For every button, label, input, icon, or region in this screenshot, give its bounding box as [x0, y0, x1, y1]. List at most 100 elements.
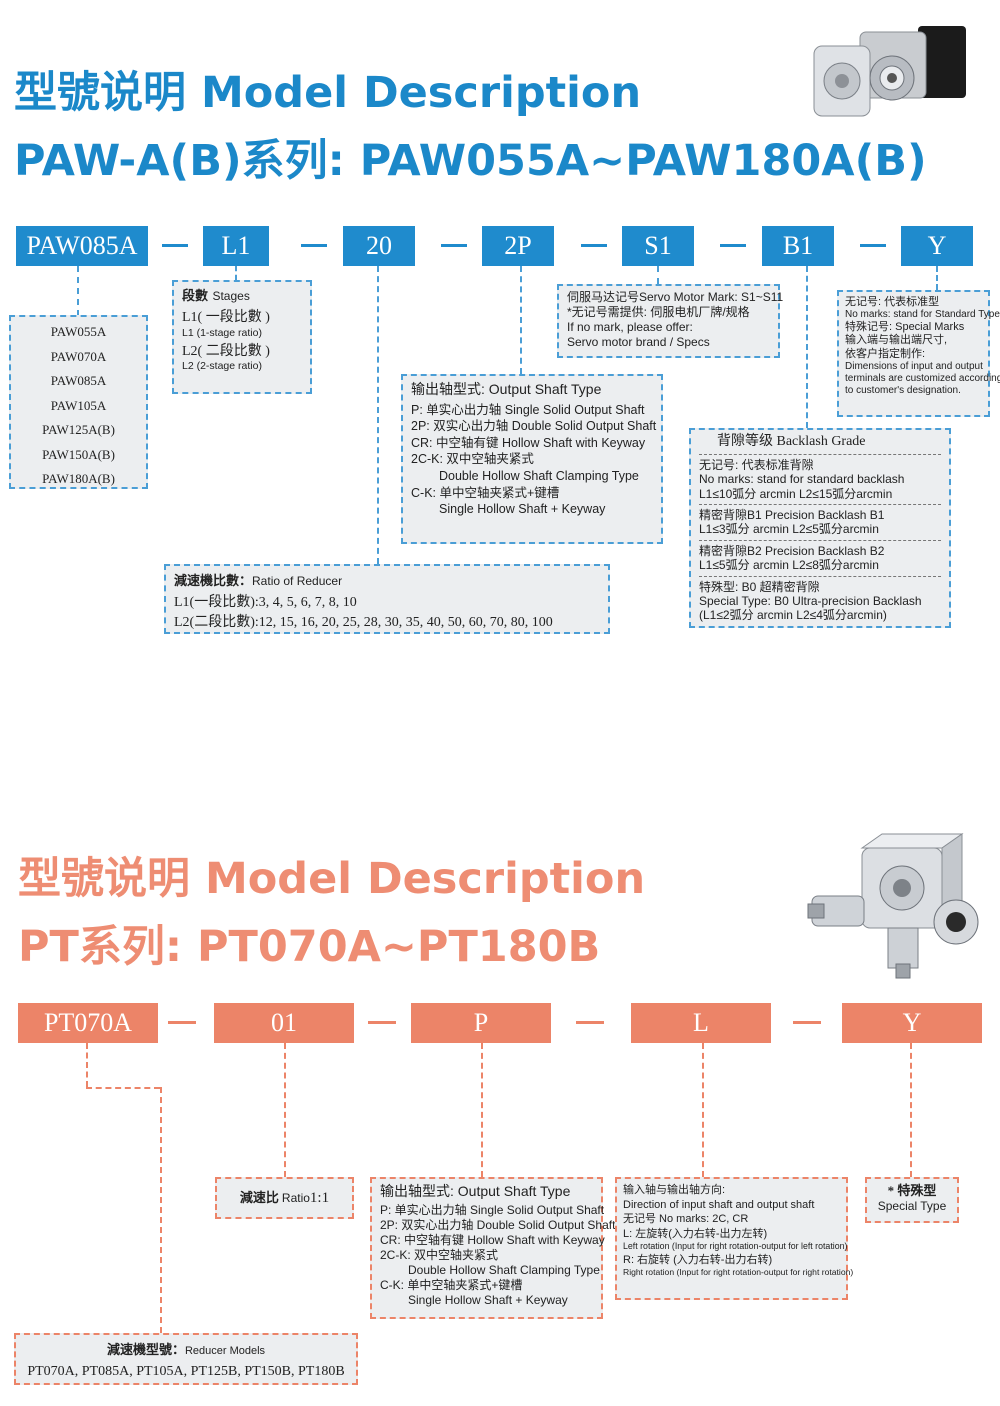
- pt-code-model: PT070A: [18, 1003, 158, 1043]
- pt-direction-box: 输入轴与输出轴方向: Direction of input shaft and …: [615, 1177, 854, 1300]
- model-item: PAW180A(B): [42, 471, 115, 486]
- connector-line: [657, 266, 659, 284]
- connector-line: [702, 1043, 704, 1177]
- code-stage: L1: [203, 226, 269, 266]
- pt-special-type-box: * 特殊型 Special Type: [865, 1177, 959, 1223]
- code-servo: S1: [622, 226, 694, 266]
- pt-code-shaft-type: P: [411, 1003, 551, 1043]
- model-item: PAW105A: [50, 397, 107, 413]
- code-separator: [720, 244, 746, 247]
- ratio-title-en: Ratio of Reducer: [252, 574, 343, 588]
- backlash-line: 无记号: 代表标准背隙: [699, 457, 814, 472]
- connector-line: [806, 266, 808, 428]
- backlash-line: Special Type: B0 Ultra-precision Backlas…: [699, 593, 922, 608]
- stages-box: 段數 Stages L1( 一段比數 ) L1 (1-stage ratio) …: [172, 280, 312, 394]
- backlash-line: L1≤5弧分 arcmin L2≤8弧分arcmin: [699, 558, 879, 573]
- connector-line: [160, 1087, 162, 1333]
- shaft-line: 2C-K: 双中空轴夹紧式: [411, 452, 534, 467]
- servo-line: Servo motor brand / Specs: [567, 335, 710, 349]
- connector-line: [77, 266, 79, 316]
- pt-direction-line: Right rotation (Input for right rotation…: [623, 1267, 854, 1278]
- pt-ratio-box: 減速比 Ratio 1:1: [215, 1177, 354, 1219]
- shaft-line: C-K: 单中空轴夹紧式+键槽: [411, 485, 560, 500]
- backlash-line: L1≤10弧分 arcmin L2≤15弧分arcmin: [699, 486, 893, 501]
- backlash-line: (L1≤2弧分 arcmin L2≤4弧分arcmin): [699, 608, 887, 623]
- servo-line: If no mark, please offer:: [567, 320, 693, 334]
- backlash-line: 精密背隙B1 Precision Backlash B1: [699, 507, 885, 522]
- pt-ratio-en: Ratio: [281, 1190, 310, 1205]
- code-separator: [441, 244, 467, 247]
- servo-mark-box: 伺服马达记号Servo Motor Mark: S1~S11 *无记号需提供: …: [557, 284, 784, 358]
- pt-shaft-line: Single Hollow Shaft + Keyway: [408, 1292, 568, 1307]
- models-box: PAW055A PAW070A PAW085A PAW105A PAW125A(…: [9, 315, 148, 489]
- shaft-line: 2P: 双实心出力轴 Double Solid Output Shaft: [411, 419, 657, 434]
- code-separator: [576, 1021, 604, 1024]
- pt-special-cn: * 特殊型: [887, 1183, 937, 1198]
- model-item: PAW055A: [50, 324, 107, 339]
- connector-line: [235, 266, 237, 280]
- pt-models-list: PT070A, PT085A, PT105A, PT125B, PT150B, …: [27, 1364, 345, 1379]
- servo-line: 伺服马达记号Servo Motor Mark: S1~S11: [567, 290, 784, 304]
- pt-shaft-title: 输出轴型式: Output Shaft Type: [380, 1183, 571, 1199]
- stages-l2-en: L2 (2-stage ratio): [182, 360, 262, 373]
- code-special: Y: [901, 226, 973, 266]
- shaft-title: 输出轴型式: Output Shaft Type: [411, 381, 602, 397]
- code-ratio: 20: [343, 226, 415, 266]
- special-line: terminals are customized according: [845, 372, 1000, 384]
- pt-code-special: Y: [842, 1003, 982, 1043]
- code-model: PAW085A: [16, 226, 148, 266]
- backlash-grade-box: 背隙等级 Backlash Grade 无记号: 代表标准背隙 No marks…: [689, 428, 951, 628]
- servo-line: *无记号需提供: 伺服电机厂牌/规格: [567, 305, 750, 319]
- connector-line: [520, 266, 522, 374]
- code-separator: [793, 1021, 821, 1024]
- code-separator: [168, 1021, 196, 1024]
- bevel-gearbox-product-image: [806, 830, 982, 980]
- code-shaft-type: 2P: [482, 226, 554, 266]
- shaft-line: P: 单实心出力轴 Single Solid Output Shaft: [411, 402, 645, 417]
- connector-line: [86, 1087, 160, 1089]
- special-line: 输入端与输出端尺寸,: [845, 334, 948, 347]
- special-line: 依客户指定制作:: [845, 347, 926, 360]
- section2-title: 型號说明 Model Description: [18, 854, 646, 904]
- connector-line: [481, 1043, 483, 1177]
- backlash-title: 背隙等级 Backlash Grade: [717, 434, 866, 449]
- code-separator: [860, 244, 886, 247]
- special-line: No marks: stand for Standard Type: [845, 309, 1000, 321]
- pt-direction-line: L: 左旋转(入力右转-出力左转): [623, 1227, 768, 1240]
- shaft-line: Double Hollow Shaft Clamping Type: [439, 469, 639, 484]
- model-item: PAW070A: [50, 348, 107, 364]
- gearbox-product-image: [800, 20, 970, 130]
- model-item: PAW085A: [50, 373, 107, 388]
- backlash-line: L1≤3弧分 arcmin L2≤5弧分arcmin: [699, 522, 879, 537]
- pt-ratio-value: 1:1: [309, 1189, 330, 1206]
- backlash-line: No marks: stand for standard backlash: [699, 472, 905, 487]
- connector-line: [377, 266, 379, 564]
- special-line: to customer's designation.: [845, 384, 961, 396]
- special-line: 无记号: 代表标准型: [845, 296, 940, 308]
- pt-shaft-line: P: 单实心出力轴 Single Solid Output Shaft: [380, 1202, 605, 1217]
- connector-line: [936, 266, 938, 290]
- special-marks-box: 无记号: 代表标准型 No marks: stand for Standard …: [837, 290, 1000, 417]
- pt-direction-line: R: 右旋转 (入力右转-出力右转): [623, 1253, 773, 1266]
- pt-direction-line: Direction of input shaft and output shaf…: [623, 1198, 815, 1211]
- shaft-line: Single Hollow Shaft + Keyway: [439, 502, 606, 517]
- pt-special-en: Special Type: [877, 1199, 947, 1214]
- stages-title-cn: 段數: [182, 288, 209, 303]
- pt-shaft-line: CR: 中空轴有键 Hollow Shaft with Keyway: [380, 1232, 605, 1247]
- code-separator: [162, 244, 188, 247]
- ratio-l1: L1(一段比數):3, 4, 5, 6, 7, 8, 10: [174, 595, 357, 610]
- pt-models-title-cn: 減速機型號：: [106, 1342, 185, 1357]
- backlash-line: 特殊型: B0 超精密背隙: [699, 579, 820, 594]
- ratio-of-reducer-box: 減速機比數：Ratio of Reducer L1(一段比數):3, 4, 5,…: [164, 564, 610, 634]
- ratio-title-cn: 減速機比數：: [174, 573, 253, 588]
- code-backlash: B1: [762, 226, 834, 266]
- pt-code-direction: L: [631, 1003, 771, 1043]
- special-line: Dimensions of input and output: [845, 360, 983, 372]
- pt-direction-line: 无记号 No marks: 2C, CR: [623, 1213, 749, 1226]
- pt-models-title-en: Reducer Models: [184, 1345, 266, 1357]
- model-item: PAW125A(B): [42, 422, 115, 437]
- code-separator: [301, 244, 327, 247]
- section1-series-title: PAW-A(B)系列: PAW055A~PAW180A(B): [14, 136, 927, 186]
- section2-series-title: PT系列: PT070A~PT180B: [18, 922, 601, 972]
- ratio-l2: L2(二段比數):12, 15, 16, 20, 25, 28, 30, 35,…: [174, 614, 553, 630]
